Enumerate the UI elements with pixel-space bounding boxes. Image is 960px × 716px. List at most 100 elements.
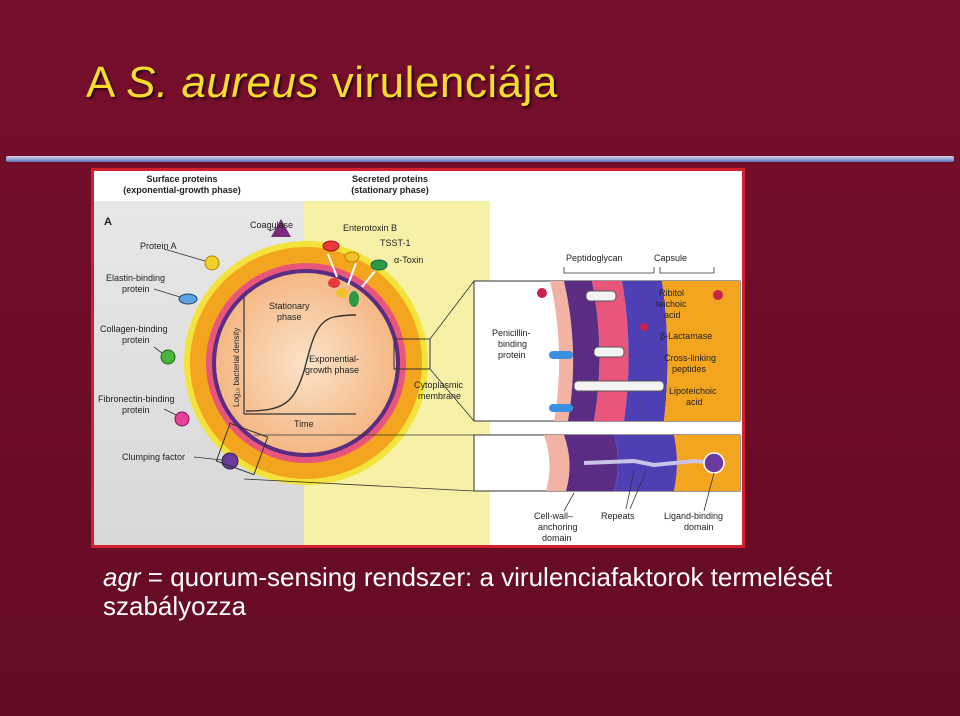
header-strip bbox=[94, 171, 742, 201]
fibronectin-label-1: Fibronectin-binding bbox=[98, 394, 175, 404]
elastin-label-1: Elastin-binding bbox=[106, 273, 165, 283]
alpha-toxin-icon bbox=[370, 259, 388, 271]
y-axis-label: Log₁₀ bacterial density bbox=[232, 328, 241, 407]
growth-curve-plot: Log₁₀ bacterial density Time Stationary … bbox=[232, 297, 359, 429]
capsule-label: Capsule bbox=[654, 253, 687, 263]
penicillin-binding-protein-icon bbox=[549, 351, 573, 359]
capsule-bracket bbox=[659, 267, 715, 274]
slide-title: A S. aureus virulenciája bbox=[86, 58, 558, 108]
lipoteichoic-label-2: acid bbox=[686, 397, 703, 407]
secretion-arrow-1 bbox=[327, 253, 338, 278]
title-prefix: A bbox=[86, 58, 127, 107]
ligand-binding-domain-icon bbox=[703, 452, 725, 474]
alpha-toxin-secreting-icon bbox=[349, 291, 359, 307]
stationary-phase-label-2: phase bbox=[277, 312, 302, 322]
panel-c-clumping-factor-detail bbox=[473, 434, 741, 492]
pbp-label-3: protein bbox=[498, 350, 526, 360]
crosslink-label-2: peptides bbox=[672, 364, 707, 374]
header-surface-1: Surface proteins bbox=[146, 174, 217, 184]
header-secreted-1: Secreted proteins bbox=[352, 174, 428, 184]
beta-lactamase-label: β-Lactamase bbox=[660, 331, 712, 341]
secretion-arrow-3 bbox=[361, 270, 376, 288]
virulence-figure: Surface proteins (exponential-growth pha… bbox=[91, 168, 745, 548]
collagen-label-1: Collagen-binding bbox=[100, 324, 168, 334]
panel-b-capsule bbox=[662, 281, 740, 421]
collagen-label-2: protein bbox=[122, 335, 150, 345]
zoom-line-c-bottom bbox=[243, 478, 475, 492]
x-axis-label: Time bbox=[294, 419, 314, 429]
growth-curve bbox=[245, 314, 357, 412]
coagulase-label: Coagulase bbox=[250, 220, 293, 230]
virulence-diagram: Surface proteins (exponential-growth pha… bbox=[94, 171, 742, 545]
peptidoglycan-bracket bbox=[563, 267, 655, 274]
enterotoxin-b-secreting-icon bbox=[328, 278, 340, 288]
panel-b-cell-envelope: Penicillin- binding protein Ribitol teic… bbox=[473, 280, 741, 422]
clumping-factor-stalk bbox=[583, 458, 715, 468]
title-divider bbox=[6, 156, 954, 162]
panel-c-membrane-outer bbox=[544, 435, 575, 491]
fibronectin-label-2: protein bbox=[122, 405, 150, 415]
zoom-line-b-bottom bbox=[429, 368, 475, 422]
clumping-factor-label: Clumping factor bbox=[122, 452, 185, 462]
secreted-proteins: Enterotoxin B TSST-1 α-Toxin bbox=[322, 223, 423, 307]
title-suffix: virulenciája bbox=[319, 58, 558, 107]
teichoic-rod-1 bbox=[585, 290, 617, 302]
slide-caption: agr = quorum-sensing rendszer: a virulen… bbox=[103, 563, 923, 621]
elastin-leader bbox=[153, 288, 181, 298]
repeats-label: Repeats bbox=[601, 511, 635, 521]
ribitol-label-1: Ribitol bbox=[659, 288, 684, 298]
cellwall-leader bbox=[563, 492, 575, 512]
enterotoxin-b-label: Enterotoxin B bbox=[343, 223, 397, 233]
protein-a-label: Protein A bbox=[140, 241, 177, 251]
clumping-factor-icon bbox=[221, 452, 239, 470]
ligand-label-1: Ligand-binding bbox=[664, 511, 723, 521]
peptidoglycan-label: Peptidoglycan bbox=[566, 253, 623, 263]
crosslink-label-1: Cross-linking bbox=[664, 353, 716, 363]
header-surface-2: (exponential-growth phase) bbox=[123, 185, 241, 195]
repeats-leader-2 bbox=[629, 470, 647, 510]
zoom-box-b bbox=[393, 338, 431, 370]
teichoic-rod-2 bbox=[593, 346, 625, 358]
ligand-leader bbox=[703, 472, 715, 512]
elastin-label-2: protein bbox=[122, 284, 150, 294]
alpha-toxin-label: α-Toxin bbox=[394, 255, 423, 265]
fibronectin-binding-icon bbox=[174, 411, 190, 427]
collagen-binding-icon bbox=[160, 349, 176, 365]
tsst1-label: TSST-1 bbox=[380, 238, 411, 248]
tsst1-icon bbox=[344, 251, 360, 263]
cellwall-label-1: Cell-wall– bbox=[534, 511, 573, 521]
pbp-label-2: binding bbox=[498, 339, 527, 349]
enterotoxin-b-icon bbox=[322, 240, 340, 252]
cellwall-label-3: domain bbox=[542, 533, 572, 543]
lipoteichoic-rod bbox=[573, 380, 665, 392]
title-species: S. aureus bbox=[126, 58, 319, 107]
ribitol-label-3: acid bbox=[664, 310, 681, 320]
elastin-binding-icon bbox=[178, 293, 198, 305]
secretion-arrow-2 bbox=[347, 262, 357, 286]
caption-agr: agr bbox=[103, 562, 141, 592]
exponential-phase-label-1: Exponential- bbox=[309, 354, 359, 364]
pbp-label-1: Penicillin- bbox=[492, 328, 531, 338]
collagen-leader bbox=[153, 346, 163, 354]
protein-a-leader bbox=[163, 248, 206, 262]
cellwall-label-2: anchoring bbox=[538, 522, 578, 532]
coagulase-leader bbox=[268, 226, 281, 232]
ribitol-label-2: teichoic bbox=[656, 299, 687, 309]
coagulase-icon bbox=[271, 219, 291, 237]
caption-text: = quorum-sensing rendszer: a virulenciaf… bbox=[103, 562, 833, 621]
protein-a-icon bbox=[204, 255, 220, 271]
beta-lactamase-icon-3 bbox=[713, 290, 723, 300]
panel-a-label: A bbox=[104, 216, 112, 228]
zoom-line-b-top bbox=[429, 280, 475, 340]
beta-lactamase-icon-2 bbox=[640, 323, 648, 331]
panel-b-teichoic-rods bbox=[573, 290, 665, 392]
lipoteichoic-label-1: Lipoteichoic bbox=[669, 386, 717, 396]
surface-proteins: Protein A Coagulase Elastin-binding prot… bbox=[98, 219, 293, 470]
ligand-label-2: domain bbox=[684, 522, 714, 532]
stationary-phase-label-1: Stationary bbox=[269, 301, 310, 311]
tsst1-secreting-icon bbox=[336, 288, 348, 298]
fibronectin-leader bbox=[163, 408, 177, 416]
cytoplasmic-membrane-label-2: membrane bbox=[418, 391, 461, 401]
penicillin-binding-protein-icon-2 bbox=[549, 404, 573, 412]
exponential-phase-label-2: growth phase bbox=[305, 365, 359, 375]
